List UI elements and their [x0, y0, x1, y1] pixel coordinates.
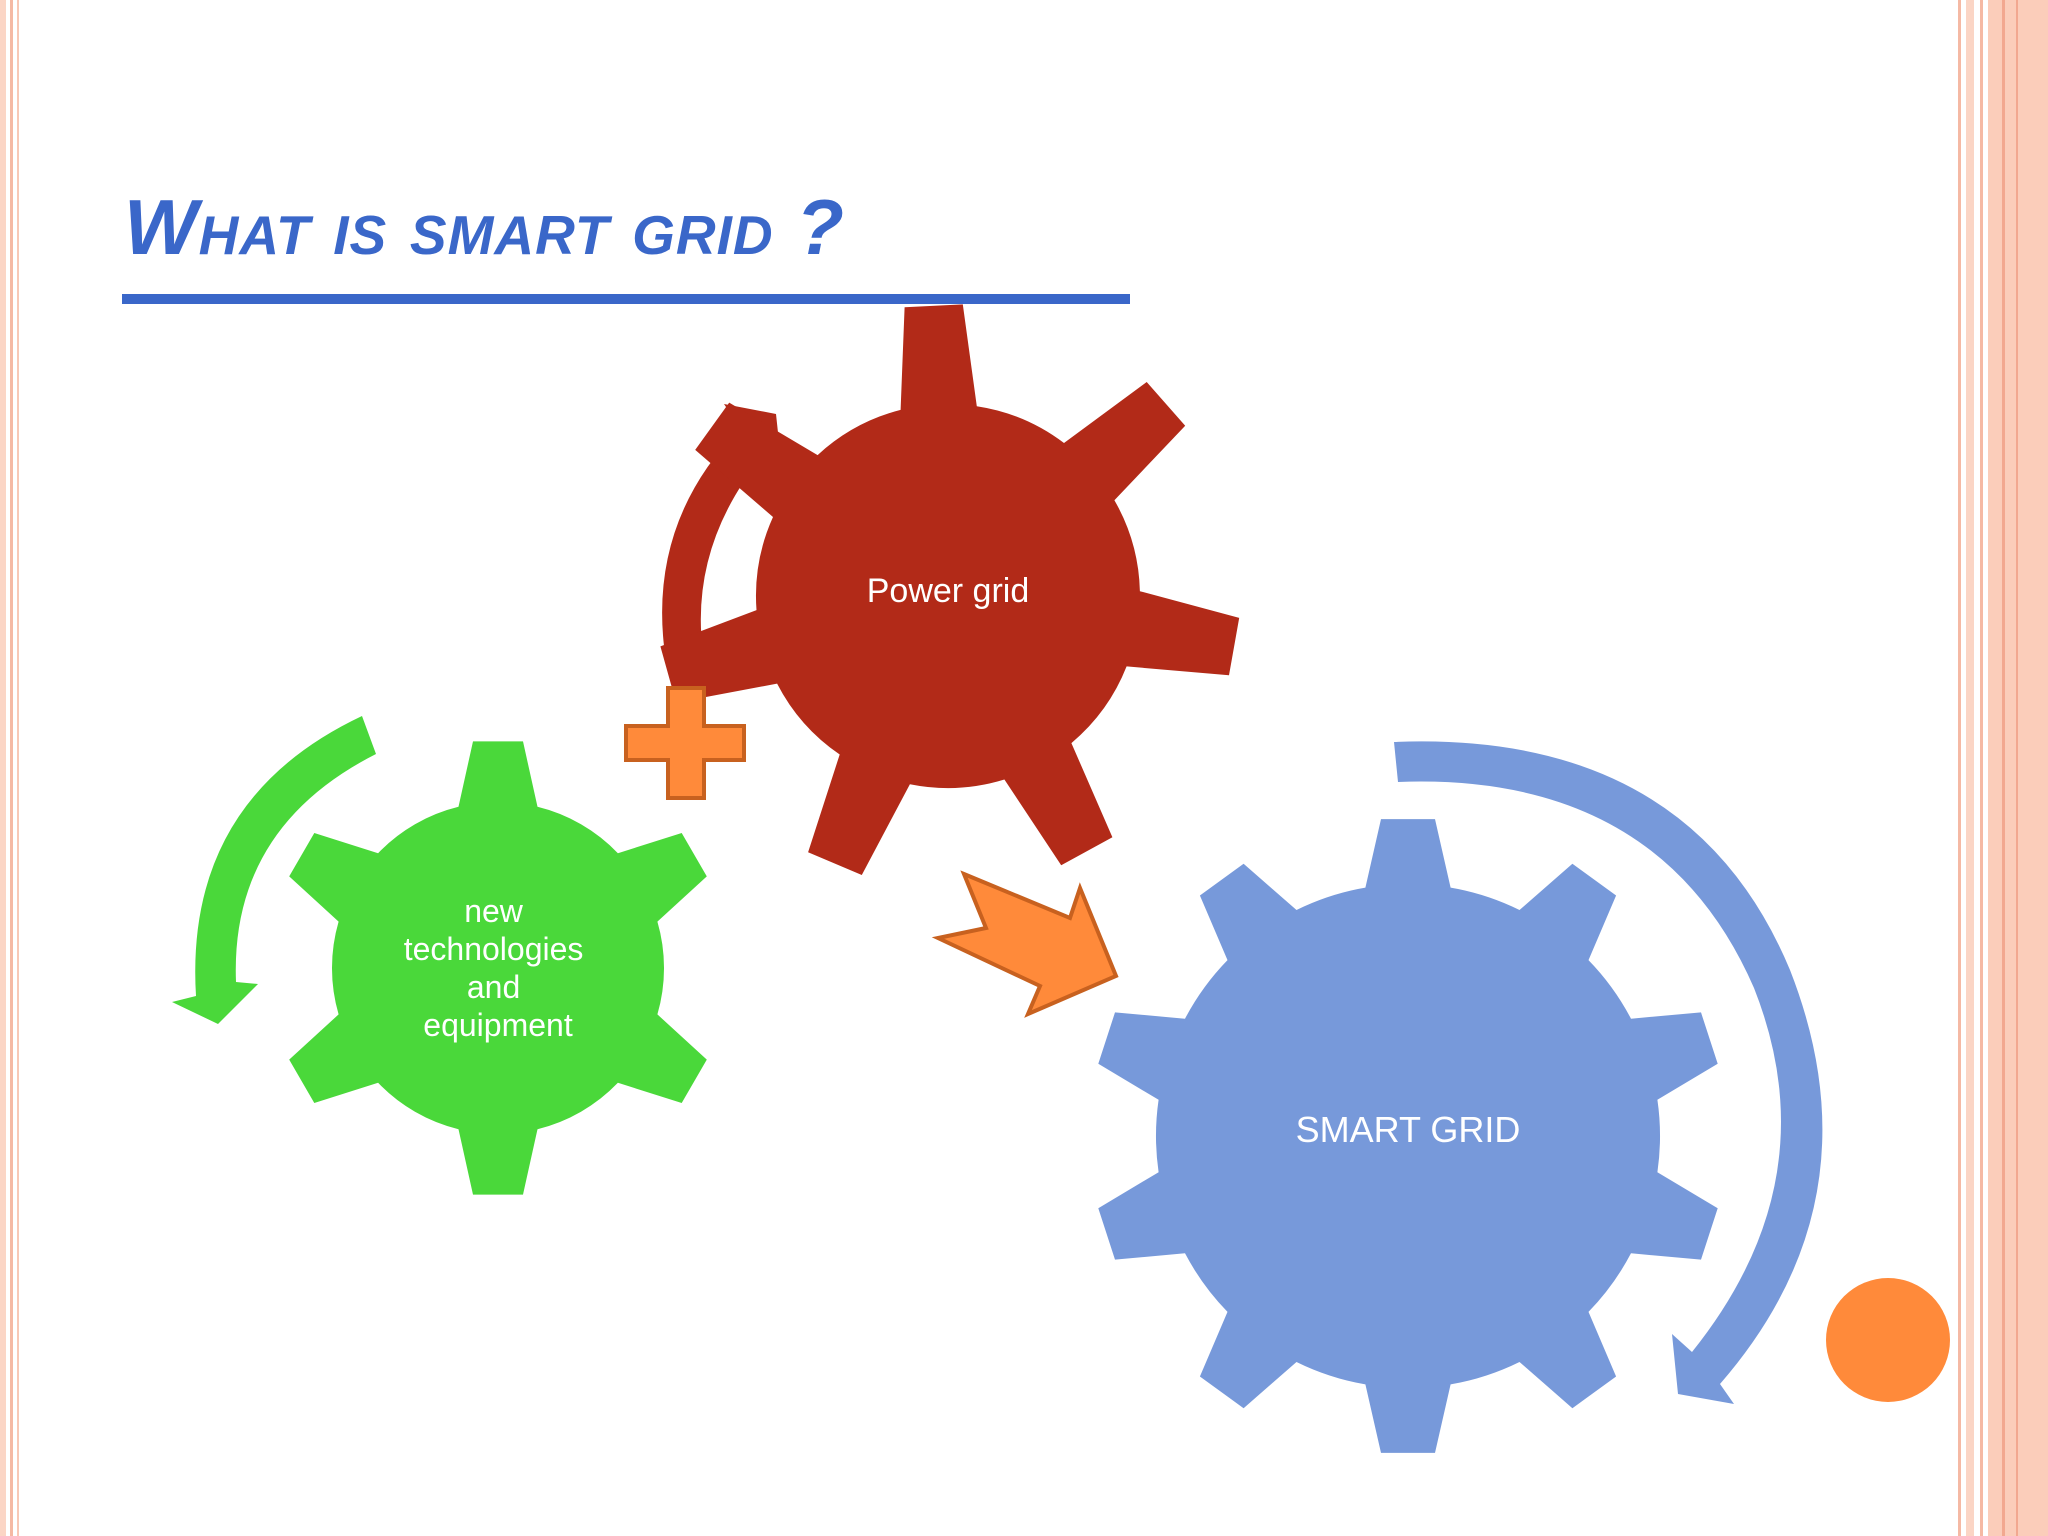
slide-title: What is smart grid ?	[124, 183, 845, 271]
new-tech-gear-label: new technologies and equipment	[404, 893, 593, 1043]
new-tech-cycle-arrow	[172, 716, 376, 1024]
right-border-line	[1958, 0, 1961, 1536]
new-tech-gear-shape	[289, 741, 707, 1195]
smart-grid-gear-label: SMART GRID	[1296, 1109, 1521, 1150]
right-border-inner-line-2	[2016, 0, 2018, 1536]
decorative-circle	[1826, 1278, 1950, 1402]
power-grid-gear-shape	[660, 304, 1240, 875]
smart-grid-gear: SMART GRID	[1098, 819, 1718, 1453]
left-border-outer	[0, 0, 6, 1536]
power-grid-gear-label: Power grid	[867, 572, 1030, 610]
new-tech-label-line-3: and	[467, 969, 520, 1005]
power-grid-gear: Power grid	[660, 304, 1240, 875]
right-border-inner-line	[2002, 0, 2005, 1536]
plus-connector	[624, 686, 746, 800]
right-border-band	[1988, 0, 2048, 1536]
left-border-line	[10, 0, 13, 1536]
arrow-connector	[931, 870, 1119, 1018]
right-border-line-2	[1966, 0, 1974, 1536]
new-tech-label-line-2: technologies	[404, 931, 584, 967]
new-tech-label-line-1: new	[464, 893, 524, 929]
smart-grid-cycle-arrow	[1394, 741, 1823, 1404]
new-tech-gear: new technologies and equipment	[289, 741, 707, 1195]
new-tech-label-line-4: equipment	[423, 1007, 573, 1043]
right-border-line-3	[1980, 0, 1983, 1536]
smart-grid-gear-shape	[1098, 819, 1718, 1453]
title-underline	[122, 294, 1130, 304]
left-border-line-2	[17, 0, 19, 1536]
